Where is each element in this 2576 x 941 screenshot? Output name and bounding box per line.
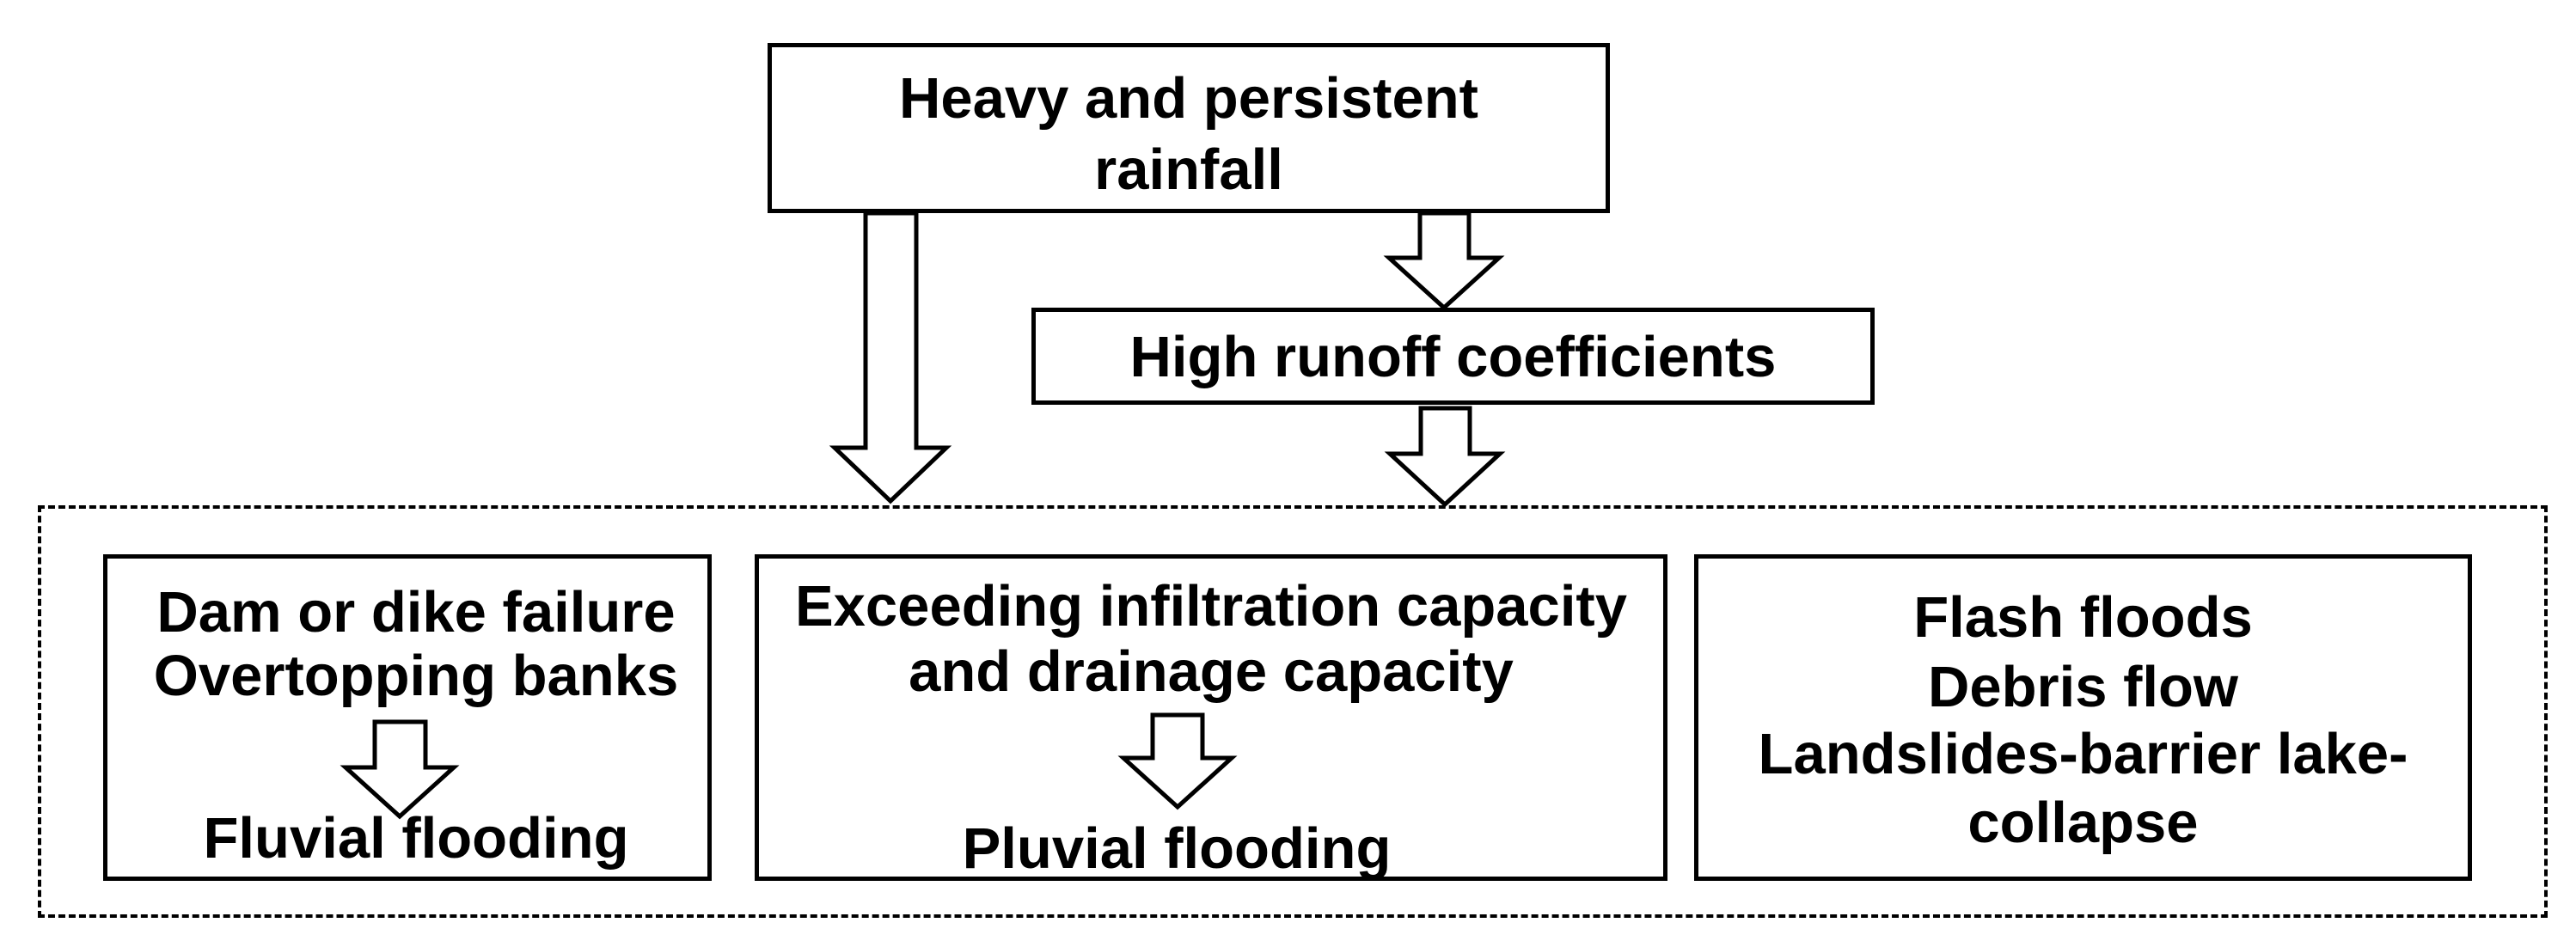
fluvial-cause-1: Dam or dike failure [156, 580, 676, 645]
rainfall-label-line2: rainfall [1094, 137, 1283, 202]
flash-line-4: collapse [1967, 791, 2199, 855]
fluvial-cause-2: Overtopping banks [153, 644, 679, 708]
rainfall-label-line1: Heavy and persistent [899, 66, 1478, 131]
flash-line-1: Flash floods [1913, 585, 2253, 650]
pluvial-flooding-box: Exceeding infiltration capacity and drai… [755, 554, 1667, 881]
pluvial-cause-2: and drainage capacity [909, 639, 1514, 704]
flash-line-2: Debris flow [1927, 655, 2239, 719]
rainfall-box: Heavy and persistent rainfall [768, 43, 1610, 213]
runoff-coefficients-box: High runoff coefficients [1031, 308, 1875, 405]
pluvial-result: Pluvial flooding [962, 816, 1392, 881]
runoff-to-group-arrow [1384, 406, 1506, 508]
pluvial-cause-1: Exceeding infiltration capacity [794, 574, 1628, 639]
fluvial-flooding-box: Dam or dike failure Overtopping banks Fl… [103, 554, 712, 881]
rainfall-to-runoff-arrow [1383, 211, 1505, 311]
flash-floods-box: Flash floods Debris flow Landslides-barr… [1694, 554, 2472, 881]
runoff-label: High runoff coefficients [1129, 325, 1777, 389]
rainfall-to-group-arrow [829, 211, 952, 504]
flood-types-group [38, 505, 2548, 918]
fluvial-internal-arrow [340, 719, 460, 820]
fluvial-result: Fluvial flooding [203, 806, 629, 871]
flash-line-3: Landslides-barrier lake- [1758, 722, 2408, 786]
pluvial-internal-arrow [1117, 712, 1238, 810]
